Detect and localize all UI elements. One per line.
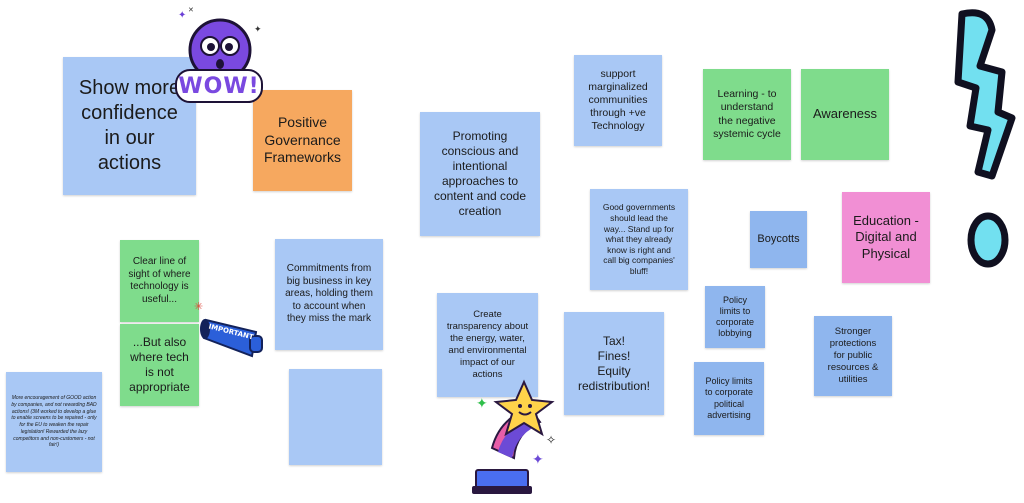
sticky-note-support-marginalized[interactable]: support marginalized communities through… (574, 55, 662, 146)
sticky-note-policy-advertising[interactable]: Policy limits to corporate political adv… (694, 362, 764, 435)
lightning-bolt-icon (954, 9, 1016, 268)
sticky-note-empty[interactable] (289, 369, 382, 465)
svg-text:✦: ✦ (476, 396, 488, 412)
sticky-note-education[interactable]: Education - Digital and Physical (842, 192, 930, 283)
sticky-note-show-more-confidence[interactable]: Show more confidence in our actions (63, 57, 196, 195)
sticky-note-learning[interactable]: Learning - to understand the negative sy… (703, 69, 791, 160)
sticky-note-tax-fines[interactable]: Tax! Fines! Equity redistribution! (564, 312, 664, 415)
sticky-note-boycotts[interactable]: Boycotts (750, 211, 807, 268)
svg-text:✦: ✦ (254, 25, 262, 35)
star-icon: ✦ ✧ ✦ (472, 379, 556, 494)
sticky-note-positive-governance[interactable]: Positive Governance Frameworks (253, 90, 352, 191)
sticky-note-awareness[interactable]: Awareness (801, 69, 889, 160)
svg-text:✧: ✧ (546, 433, 556, 447)
svg-text:✦: ✦ (532, 452, 544, 468)
sticky-note-good-governments[interactable]: Good governments should lead the way... … (590, 189, 688, 290)
megaphone-icon: ✳ (194, 300, 263, 358)
sticky-note-policy-lobbying[interactable]: Policy limits to corporate lobbying (705, 286, 765, 348)
svg-text:✳: ✳ (194, 300, 203, 313)
shooting-star-sticker[interactable]: ✦ ✧ ✦ (470, 378, 562, 498)
sticky-note-clear-line-of-sight[interactable]: Clear line of sight of where technology … (120, 240, 199, 322)
sticky-note-more-encouragement[interactable]: More encouragement of GOOD action by com… (6, 372, 102, 472)
lightning-exclamation-sticker[interactable] (940, 8, 1018, 274)
wow-sticker[interactable]: ✦ ✦ ✕ WOW! (168, 6, 268, 114)
sticky-note-promoting[interactable]: Promoting conscious and intentional appr… (420, 112, 540, 236)
svg-text:✕: ✕ (188, 6, 194, 14)
wow-label: WOW! (178, 74, 260, 99)
sticky-note-create-transparency[interactable]: Create transparency about the energy, wa… (437, 293, 538, 397)
megaphone-sticker[interactable]: ✳ IMPORTANT (190, 298, 268, 362)
wow-face-icon: ✦ ✦ ✕ (175, 6, 263, 103)
sticky-note-stronger-protections[interactable]: Stronger protections for public resource… (814, 316, 892, 396)
svg-text:✦: ✦ (178, 10, 186, 21)
sticky-note-commitments[interactable]: Commitments from big business in key are… (275, 239, 383, 350)
sticky-note-but-also[interactable]: ...But also where tech is not appropriat… (120, 324, 199, 406)
